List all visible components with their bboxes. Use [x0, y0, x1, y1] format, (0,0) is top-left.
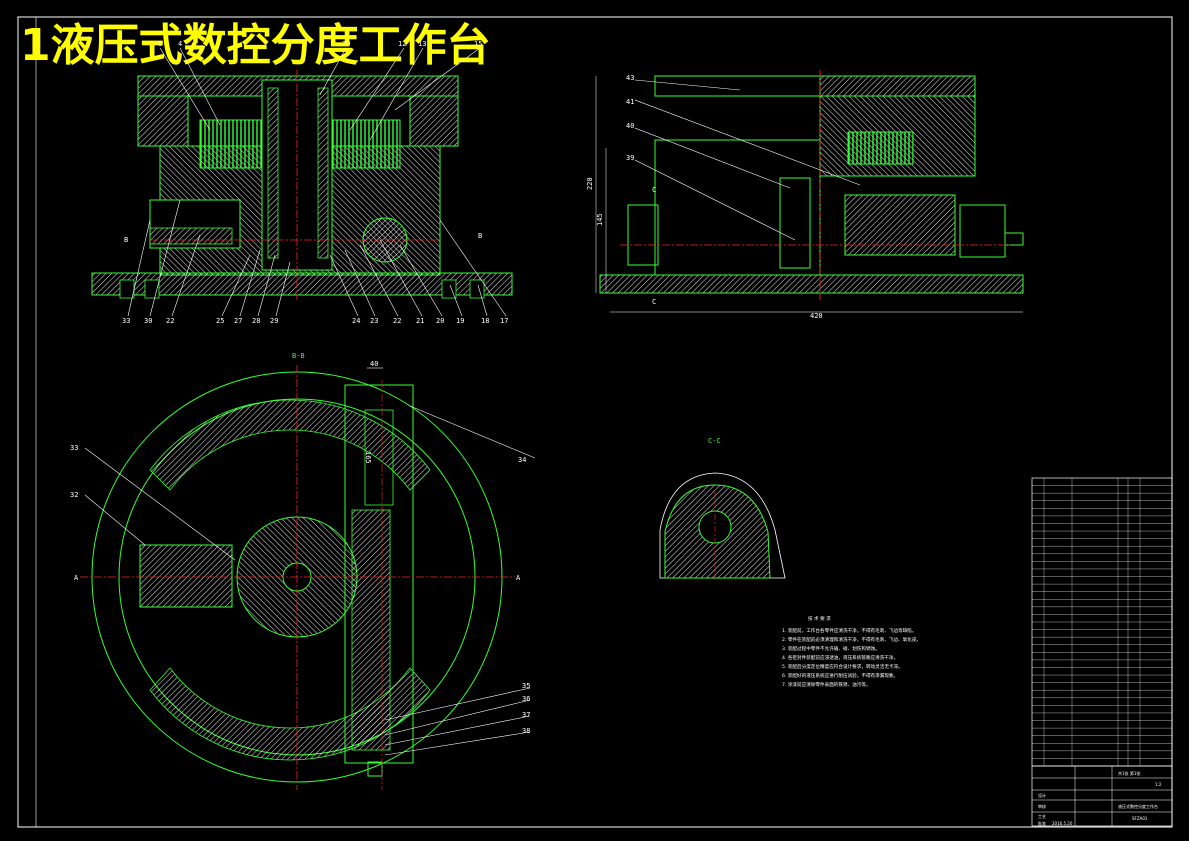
detail-view: C-C [659, 437, 786, 582]
title-block-row-approve: 批准 [1038, 820, 1046, 826]
front-label-top-5: 13 [418, 40, 426, 48]
notes-item-1: 1. 装配前，工作台各零件应清洗干净，不得有毛刺、飞边等缺陷。 [782, 627, 916, 634]
notes-item-3: 3. 装配过程中零件不允许磕、碰、划伤和锈蚀。 [782, 645, 880, 652]
side-label-39: 39 [626, 154, 634, 162]
front-label-bottom-13: 19 [456, 317, 464, 325]
side-dim-145: 145 [596, 213, 604, 226]
technical-notes: 技 术 要 求 1. 装配前，工作台各零件应清洗干净，不得有毛刺、飞边等缺陷。 … [782, 615, 921, 688]
side-dim-220: 220 [586, 177, 594, 190]
front-label-bottom-10: 22 [393, 317, 401, 325]
front-label-top-1: 8 [158, 40, 162, 48]
front-label-bottom-5: 27 [234, 317, 242, 325]
front-label-top-2: 4 [178, 40, 182, 48]
front-label-top-3: 30 [342, 40, 350, 48]
plan-label-34: 34 [518, 456, 526, 464]
front-section-mark-left: B [124, 236, 128, 244]
title-block: 液压式数控分度工作台 SFZA01 1:2 共1张 第1张 设计 审核 工艺 批… [1031, 765, 1173, 827]
title-block-date: 2016.5.20 [1052, 821, 1073, 826]
notes-heading: 技 术 要 求 [808, 615, 831, 622]
front-label-bottom-3: 22 [166, 317, 174, 325]
plan-label-38: 38 [522, 727, 530, 735]
front-label-bottom-15: 17 [500, 317, 508, 325]
side-dim-420: 420 [810, 312, 823, 320]
plan-section-mark-right: A [516, 574, 521, 582]
title-block-row-review: 审核 [1038, 803, 1046, 809]
notes-item-4: 4. 各密封件装配前应浸透油，液压系统管路应清洗干净。 [782, 654, 898, 661]
notes-item-6: 6. 装配好的液压系统应进行耐压试验，不得有渗漏现象。 [782, 672, 898, 679]
plan-view-title: B-B [292, 352, 305, 360]
plan-label-37: 37 [522, 711, 530, 719]
page-title: 1液压式数控分度工作台 [20, 20, 491, 71]
plan-label-35: 35 [522, 682, 530, 690]
plan-dim-40: 40 [370, 360, 378, 368]
title-block-scale: 1:2 [1155, 782, 1162, 787]
front-label-bottom-7: 29 [270, 317, 278, 325]
side-view: 43 41 40 39 220 145 420 C C [586, 70, 1024, 320]
title-block-sheet: 共1张 第1张 [1118, 770, 1140, 776]
front-label-bottom-14: 18 [481, 317, 489, 325]
front-label-bottom-11: 21 [416, 317, 424, 325]
plan-section-mark-left: A [74, 574, 79, 582]
front-label-bottom-1: 33 [122, 317, 130, 325]
notes-item-2: 2. 零件在装配前必须清理和清洗干净，不得有毛刺、飞边、氧化皮。 [782, 636, 921, 643]
plan-section-view: B-B 40 165 34 33 32 35 36 37 [70, 352, 536, 790]
plan-label-32: 32 [70, 491, 78, 499]
side-section-mark-bottom: C [652, 298, 656, 306]
title-block-row-design: 设计 [1038, 792, 1046, 798]
inner-border [35, 16, 1173, 828]
notes-item-7: 7. 涂漆前应清除零件表面的铁锈、油污等。 [782, 681, 871, 688]
front-label-bottom-2: 30 [144, 317, 152, 325]
front-label-top-6: 15 [474, 40, 482, 48]
side-section-mark-top: C [652, 186, 656, 194]
front-label-bottom-8: 24 [352, 317, 360, 325]
front-label-bottom-6: 28 [252, 317, 260, 325]
title-block-row-process: 工艺 [1038, 814, 1046, 819]
detail-view-title: C-C [708, 437, 721, 445]
title-block-drawing-number: SFZA01 [1132, 816, 1148, 821]
front-label-top-4: 12 [398, 40, 406, 48]
plan-label-33: 33 [70, 444, 78, 452]
title-block-drawing-name: 液压式数控分度工作台 [1118, 803, 1158, 809]
front-label-bottom-4: 25 [216, 317, 224, 325]
front-section-view: 8 4 30 12 13 15 33 30 22 25 27 28 29 24 … [91, 40, 513, 325]
plan-dim-165: 165 [364, 451, 372, 464]
side-label-40: 40 [626, 122, 634, 130]
side-label-41: 41 [626, 98, 634, 106]
side-label-43: 43 [626, 74, 634, 82]
plan-label-36: 36 [522, 695, 530, 703]
front-label-bottom-9: 23 [370, 317, 378, 325]
parts-list [1031, 477, 1173, 767]
notes-item-5: 5. 装配后分度定位精度应符合设计要求，转动灵活无卡滞。 [782, 663, 903, 670]
front-section-mark-right: B [478, 232, 482, 240]
front-label-bottom-12: 20 [436, 317, 444, 325]
